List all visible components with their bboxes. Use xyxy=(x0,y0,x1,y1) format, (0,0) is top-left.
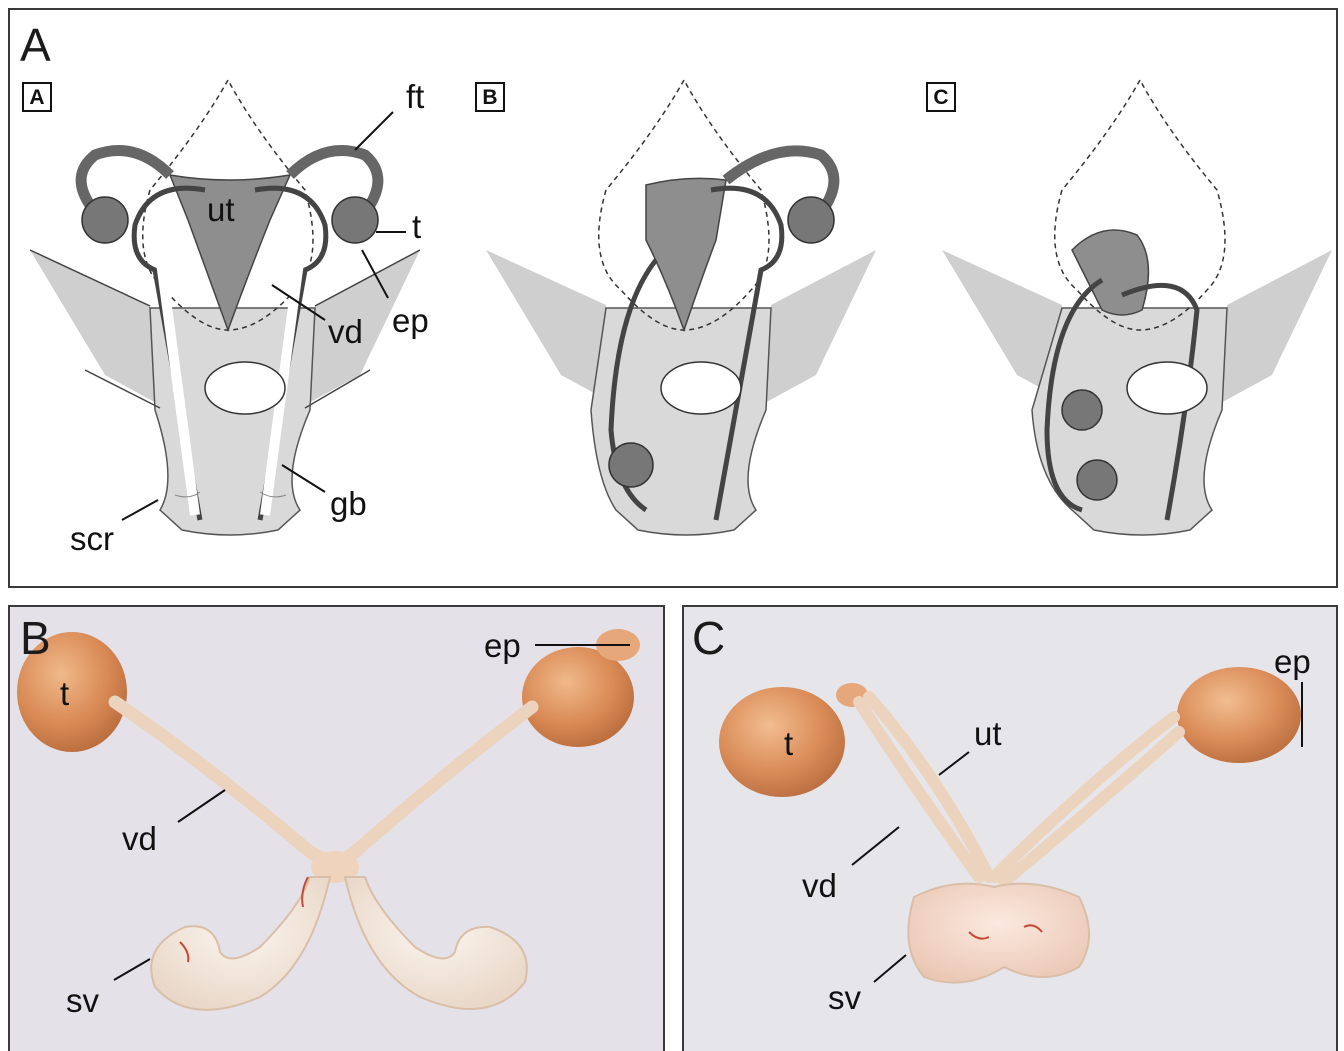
panel-c-vd-leader xyxy=(852,827,899,865)
panel-c-illustration xyxy=(684,607,1338,1051)
panel-c-label-sv: sv xyxy=(828,981,861,1014)
label-gb: gb xyxy=(330,487,367,520)
diagram-b-testis-left xyxy=(609,443,653,487)
label-ut: ut xyxy=(207,193,235,226)
panel-b-label-ep: ep xyxy=(484,629,521,662)
diagram-a-flank-left xyxy=(30,250,160,405)
panel-b-label-sv: sv xyxy=(66,984,99,1017)
panel-c-ducts-left xyxy=(859,697,989,877)
panel-c-photo: C t ep ut vd sv xyxy=(682,605,1338,1051)
panel-c-testis-left xyxy=(719,687,845,797)
diagram-b-body xyxy=(591,308,771,535)
label-vd: vd xyxy=(328,315,363,348)
panel-c-testis-right xyxy=(1177,667,1301,763)
label-ft: ft xyxy=(406,80,424,113)
schematic-drawings xyxy=(10,10,1338,588)
diagram-b-flank-right xyxy=(761,250,876,405)
panel-c-letter: C xyxy=(692,615,725,661)
diagram-c-uterus xyxy=(1072,230,1148,315)
panel-b-illustration xyxy=(10,607,665,1051)
diagram-c-flank-right xyxy=(1217,250,1332,405)
diagram-a-penis xyxy=(205,362,285,414)
panel-c-label-vd: vd xyxy=(802,869,837,902)
diagram-a-testis-right xyxy=(332,197,378,243)
diagram-b xyxy=(486,80,876,535)
label-scr: scr xyxy=(70,522,114,555)
diagram-b-testis-right xyxy=(788,197,834,243)
panel-b-label-t: t xyxy=(60,677,69,710)
panel-c-seminal-vesicle xyxy=(908,884,1089,983)
diagram-b-penis xyxy=(661,362,741,414)
diagram-a xyxy=(30,80,420,535)
panel-b-vd-leader xyxy=(178,790,225,822)
panel-c-label-t: t xyxy=(784,727,793,760)
panel-c-label-ep: ep xyxy=(1274,645,1311,678)
ft-leader xyxy=(355,112,393,150)
panel-c-ducts-right xyxy=(994,717,1179,882)
panel-a-schematics: A A B C xyxy=(8,8,1338,588)
panel-c-ut-leader xyxy=(939,752,969,775)
panel-b-photo: B t ep vd sv xyxy=(8,605,665,1051)
diagram-c-penis xyxy=(1127,362,1207,414)
label-ep: ep xyxy=(392,304,429,337)
panel-b-vas-right xyxy=(340,707,532,862)
panel-b-seminal-vesicle-right xyxy=(345,877,527,1009)
panel-b-letter: B xyxy=(20,615,51,661)
diagram-c xyxy=(942,80,1332,535)
diagram-a-testis-left xyxy=(82,197,128,243)
scr-leader xyxy=(122,500,158,520)
label-t: t xyxy=(412,210,421,243)
panel-c-label-ut: ut xyxy=(974,717,1002,750)
panel-b-sv-leader xyxy=(114,959,150,980)
panel-c-sv-leader xyxy=(874,955,906,982)
diagram-b-ft-right xyxy=(726,151,834,205)
panel-b-testis-right xyxy=(522,647,634,747)
panel-b-label-vd: vd xyxy=(122,822,157,855)
diagram-c-testis-upper xyxy=(1062,390,1102,430)
diagram-c-testis-lower xyxy=(1077,460,1117,500)
